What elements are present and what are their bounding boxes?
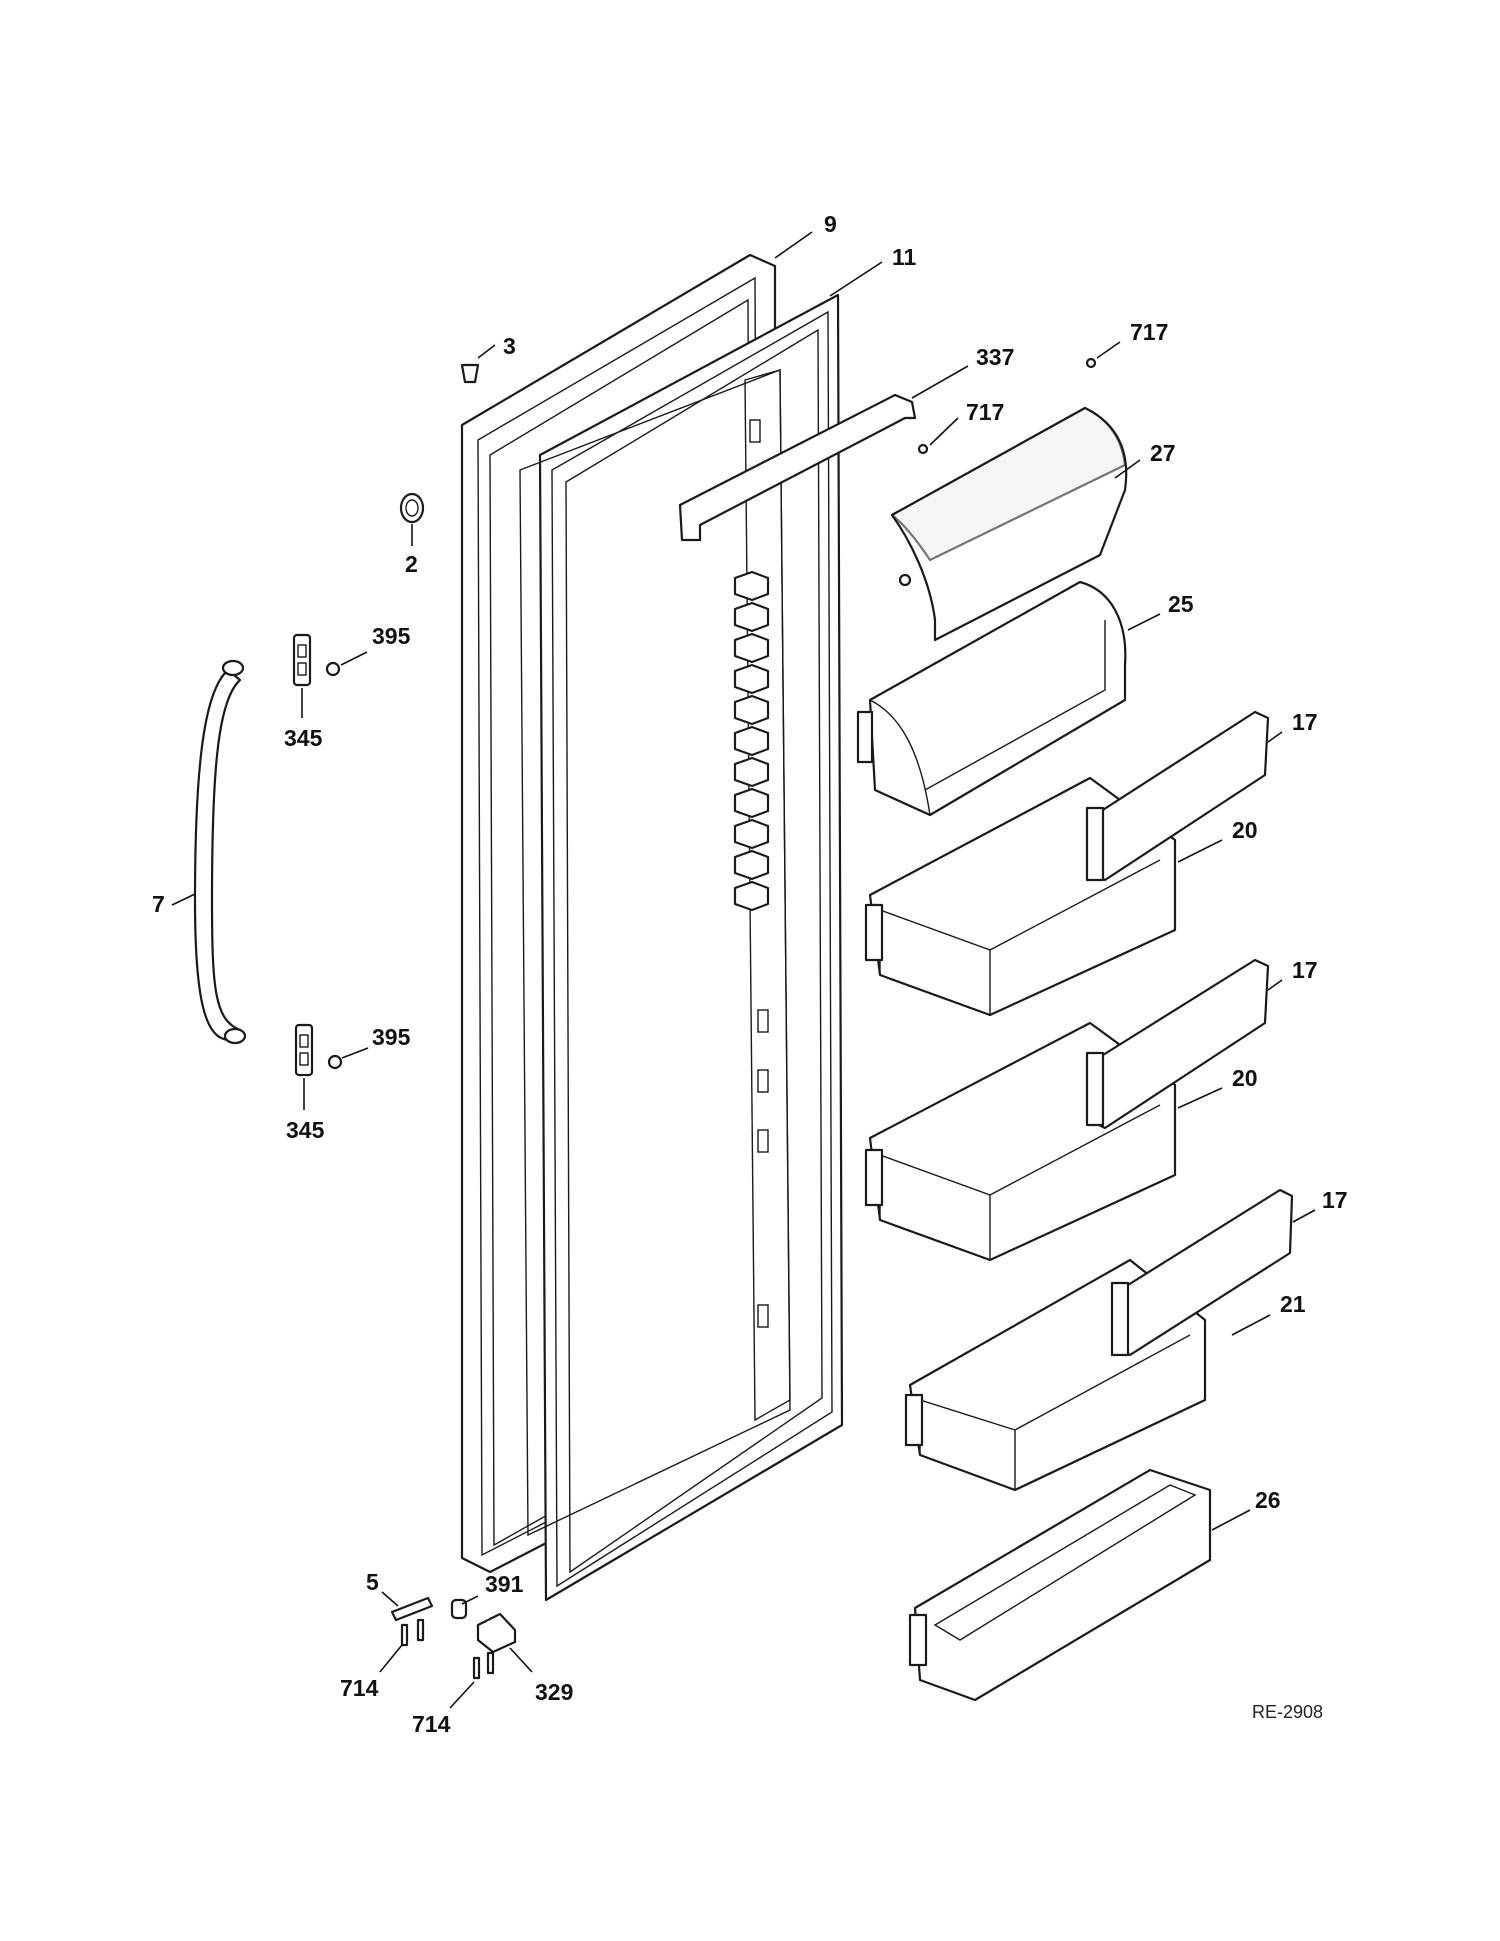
callout-5: 5 <box>366 1569 379 1595</box>
callout-345-lower: 345 <box>286 1117 325 1143</box>
bin-support-steps <box>733 570 770 912</box>
callout-714-left: 714 <box>340 1675 379 1701</box>
callout-17-middle: 17 <box>1292 957 1318 983</box>
callout-2: 2 <box>405 551 418 577</box>
callout-9: 9 <box>824 211 837 237</box>
callout-20-lower: 20 <box>1232 1065 1258 1091</box>
washer-2 <box>399 492 425 524</box>
bin-shield-17-lower <box>1110 1188 1294 1357</box>
door-gasket <box>538 293 844 1602</box>
screws-714-left <box>400 1618 425 1647</box>
bin-support-step <box>733 818 770 850</box>
bin-support-step <box>733 787 770 819</box>
screw-717-upper <box>1085 357 1097 369</box>
screw-395-upper <box>325 661 341 677</box>
dairy-cover <box>890 406 1128 642</box>
bin-support-step <box>733 849 770 881</box>
dairy-bin <box>856 580 1127 817</box>
callout-3: 3 <box>503 333 516 359</box>
callout-labels: 9 11 3 717 337 717 27 2 395 345 25 17 20… <box>152 211 1348 1737</box>
bin-support-step <box>733 880 770 912</box>
door-handle <box>193 659 247 1045</box>
bin-shield-17-middle <box>1085 958 1270 1130</box>
bin-support-step <box>733 663 770 695</box>
bin-support-step <box>733 632 770 664</box>
callout-337: 337 <box>976 344 1014 370</box>
callout-717-upper: 717 <box>1130 319 1168 345</box>
callout-26: 26 <box>1255 1487 1281 1513</box>
callout-395-lower: 395 <box>372 1024 411 1050</box>
screw-717-lower <box>917 443 929 455</box>
bin-support-step <box>733 725 770 757</box>
callout-391: 391 <box>485 1571 524 1597</box>
callout-21: 21 <box>1280 1291 1306 1317</box>
screw-395-lower <box>327 1054 343 1070</box>
plug-3 <box>460 363 480 384</box>
callout-17-upper: 17 <box>1292 709 1318 735</box>
callout-25: 25 <box>1168 591 1194 617</box>
bin-support-step <box>733 601 770 633</box>
callout-7: 7 <box>152 891 165 917</box>
callout-345-upper: 345 <box>284 725 323 751</box>
hinge-bracket-329 <box>476 1612 517 1654</box>
reference-code: RE-2908 <box>1252 1702 1323 1722</box>
bin-support-step <box>733 756 770 788</box>
callout-27: 27 <box>1150 440 1176 466</box>
bin-shield-17-upper <box>1085 710 1270 882</box>
callout-17-lower: 17 <box>1322 1187 1348 1213</box>
callout-11: 11 <box>892 244 917 270</box>
callout-329: 329 <box>535 1679 573 1705</box>
callout-20-upper: 20 <box>1232 817 1258 843</box>
handle-mount-lower <box>294 1023 314 1077</box>
callout-714-right: 714 <box>412 1711 451 1737</box>
callout-717-lower: 717 <box>966 399 1004 425</box>
door-inner-liner <box>519 368 791 1537</box>
bin-support-step <box>733 694 770 726</box>
hinge-plate-5 <box>390 1596 434 1622</box>
leader-lines <box>171 231 1316 1709</box>
dairy-rail <box>678 393 917 542</box>
door-bin-26 <box>908 1468 1212 1702</box>
bin-support-step <box>733 570 770 602</box>
screws-714-right <box>472 1651 495 1680</box>
callout-395-upper: 395 <box>372 623 411 649</box>
handle-mount-upper <box>292 633 312 687</box>
